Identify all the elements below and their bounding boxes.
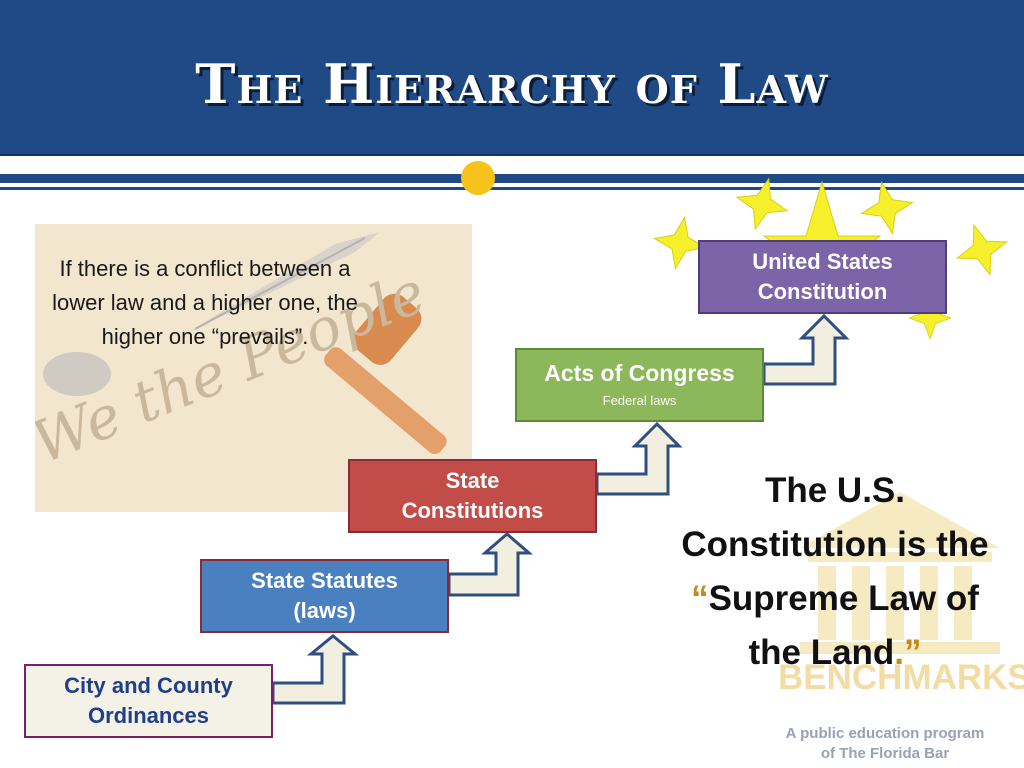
ordinances-box: City and County Ordinances — [24, 664, 273, 738]
up-arrow-icon — [595, 421, 683, 496]
up-arrow-icon — [447, 532, 534, 597]
accent-dot — [461, 161, 495, 195]
title-banner: The Hierarchy of Law — [0, 0, 1024, 156]
up-arrow-icon — [762, 313, 850, 386]
box-label: Ordinances — [87, 703, 210, 728]
box-sublabel: Federal laws — [602, 393, 677, 408]
statement-line: Constitution is the — [681, 525, 989, 564]
state-constitutions-box: State Constitutions — [348, 459, 597, 533]
quill-icon — [185, 232, 380, 334]
footer-credit: A public education program of The Florid… — [760, 724, 1010, 764]
us-constitution-box: United States Constitution — [698, 240, 947, 314]
box-label: State — [445, 468, 500, 493]
box-label: City and County — [64, 673, 233, 698]
page-title: The Hierarchy of Law — [195, 52, 829, 116]
divider-line — [0, 174, 1024, 183]
statement-text: Supreme Law of — [708, 579, 979, 618]
open-quote: “ — [691, 579, 709, 618]
statement-line: “Supreme Law of — [650, 572, 1020, 626]
conflict-note: If there is a conflict between a lower l… — [52, 256, 358, 349]
box-label: (laws) — [293, 598, 356, 623]
footer-line: of The Florida Bar — [820, 745, 950, 762]
box-label: State Statutes — [251, 568, 398, 593]
acts-of-congress-box: Acts of Congress Federal laws — [515, 348, 764, 422]
statement-line: the Land.” — [650, 626, 1020, 680]
star-icon — [855, 176, 919, 240]
box-label: Constitutions — [401, 498, 544, 523]
star-icon — [948, 216, 1016, 284]
courthouse-icon — [800, 492, 1000, 654]
divider-line-thin — [0, 187, 1024, 190]
statement-text: the Land — [748, 633, 895, 672]
supreme-law-statement: The U.S. Constitution is the “Supreme La… — [650, 464, 1020, 680]
state-statutes-box: State Statutes (laws) — [200, 559, 449, 633]
up-arrow-icon — [271, 634, 360, 705]
gavel-icon — [324, 293, 447, 455]
benchmarks-logo: BENCHMARKS — [778, 658, 1024, 697]
star-icon — [729, 171, 795, 237]
footer-line: A public education program — [785, 725, 985, 742]
period: . — [894, 633, 905, 672]
statement-line: The U.S. — [764, 471, 906, 510]
box-label: Acts of Congress — [544, 360, 735, 386]
box-label: Constitution — [757, 279, 888, 304]
box-label: United States — [752, 249, 893, 274]
close-quote: ” — [904, 633, 922, 672]
